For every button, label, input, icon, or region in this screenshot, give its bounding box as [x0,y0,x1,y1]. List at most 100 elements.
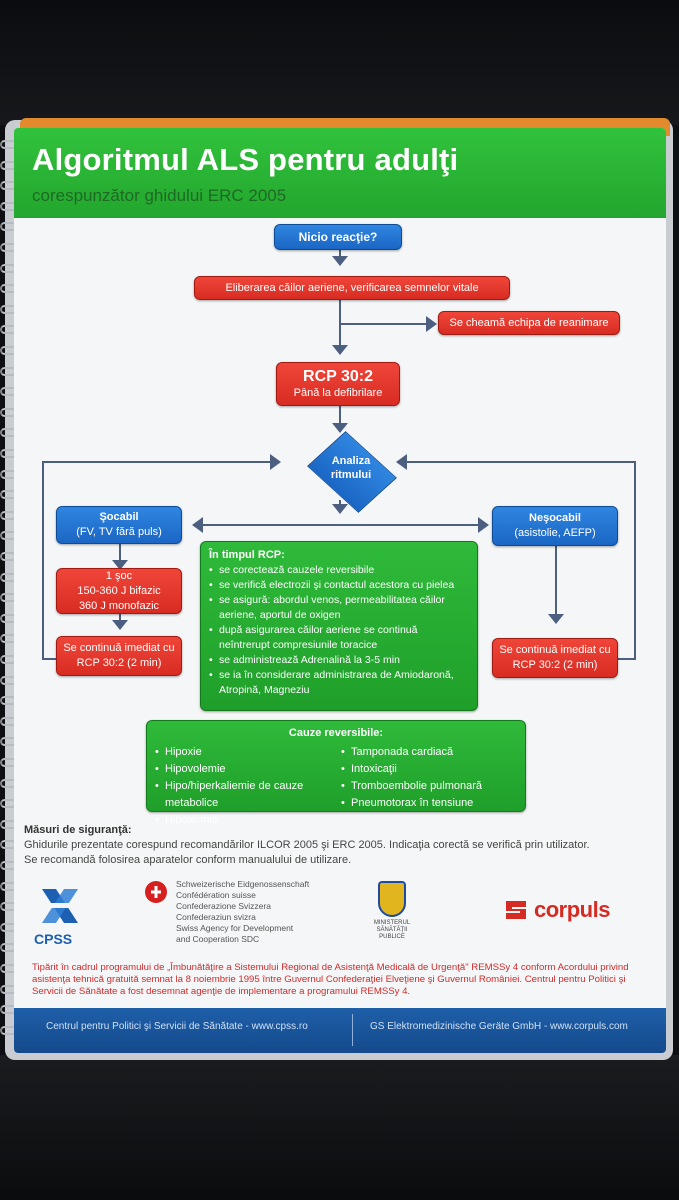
photo-background-top [0,0,679,125]
arrow-down [112,620,128,630]
algorithm-card: Algoritmul ALS pentru adulţi corespunzăt… [14,128,666,1053]
continue-left-line1: Se continuă imediat cu [63,642,175,654]
swiss-text-line: Confederaziun svizra [176,912,256,922]
call-team-box: Se cheamă echipa de reanimare [438,311,620,335]
reversible-causes-title: Cauze reversibile: [288,727,384,739]
connector-line [340,323,430,325]
list-item: se asigură: abordul venos, permeabilitat… [209,593,469,623]
list-item: Pneumotorax în tensiune [341,795,517,812]
list-item: Hipoxie [155,744,331,761]
causes-list-left: Hipoxie Hipovolemie Hipo/hiperkaliemie d… [155,744,331,829]
list-item: după asigurarea căilor aeriene se contin… [209,623,469,653]
safety-notes: Măsuri de siguranţă: Ghidurile prezentat… [24,823,654,868]
list-item: se corectează cauzele reversibile [209,563,469,578]
arrow-left [192,517,203,533]
safety-notes-title: Măsuri de siguranţă: [24,824,132,836]
arrow-down [548,614,564,624]
ministry-label: MINISTERUL SĂNĂTĂŢII PUBLICE [373,920,411,940]
rhythm-analysis-line1: Analiza [331,455,371,467]
connector-line [339,406,341,426]
shockable-title: Şocabil [99,511,139,523]
list-item: Tromboembolie pulmonară [341,778,517,795]
no-response-box: Nicio reacţie? [274,224,402,250]
logos-row: CPSS Schweizerische Eidgenossenschaft Co… [14,873,666,963]
during-rcp-title: În timpul RCP: [209,549,285,561]
list-item: Intoxicaţii [341,761,517,778]
rcp-subtitle: Până la defibrilare [293,387,383,399]
shockable-box: Şocabil (FV, TV fără puls) [56,506,182,544]
rcp-box: RCP 30:2 Până la defibrilare [276,362,400,406]
shock-line3: 360 J monofazic [78,599,160,612]
swiss-text-line: and Cooperation SDC [176,934,260,944]
romania-crest-icon [378,881,406,917]
arrow-right [270,454,281,470]
swiss-cross-icon [151,886,161,898]
page-title: Algoritmul ALS pentru adulţi [32,142,459,177]
nonshockable-title: Neşocabil [529,512,581,524]
call-team-label: Se cheamă echipa de reanimare [449,316,609,329]
arrow-right [426,316,437,332]
shock-box: 1 şoc 150-360 J bifazic 360 J monofazic [56,568,182,614]
shockable-subtitle: (FV, TV fără puls) [76,526,162,538]
continue-right-line2: RCP 30:2 (2 min) [512,659,598,671]
arrow-down [112,560,128,570]
arrow-down [332,504,348,514]
list-item: se verifică electrozii şi contactul aces… [209,578,469,593]
safety-notes-line2: Se recomandă folosirea aparatelor confor… [24,854,352,866]
no-response-label: Nicio reacţie? [298,229,378,244]
arrow-down [332,345,348,355]
nonshockable-subtitle: (asistolie, AEFP) [514,527,596,539]
arrow-down [332,256,348,266]
connector-line [555,546,557,618]
swiss-text-line: Confédération suisse [176,890,256,900]
list-item: Hipovolemie [155,761,331,778]
connector-line [119,614,121,622]
connector-line [339,248,341,260]
shock-line1: 1 şoc [105,569,133,582]
funding-statement: Tipărit în cadrul programului de „Îmbună… [32,962,629,997]
shock-line2: 150-360 J bifazic [77,584,161,597]
arrow-left [396,454,407,470]
safety-notes-line1: Ghidurile prezentate corespund recomandă… [24,839,590,851]
loop-line-left [42,461,44,659]
continue-rcp-right-box: Se continuă imediat cu RCP 30:2 (2 min) [492,638,618,678]
list-item: Tamponada cardiacă [341,744,517,761]
airway-box: Eliberarea căilor aeriene, verificarea s… [194,276,510,300]
rhythm-analysis-label: Analiza ritmului [302,454,400,482]
reversible-causes-box: Cauze reversibile: Hipoxie Hipovolemie H… [146,720,526,829]
footer-bar: Centrul pentru Politici şi Servicii de S… [14,1008,666,1053]
causes-list-right: Tamponada cardiacă Intoxicaţii Tromboemb… [331,744,517,829]
rhythm-analysis-diamond: Analiza ritmului [302,431,400,513]
footer-corpuls: GS Elektromedizinische Geräte GmbH - www… [370,1021,628,1032]
swiss-text-line: Confederazione Svizzera [176,901,271,911]
corpuls-logo-label: corpuls [534,897,610,922]
swiss-agency-text: Schweizerische Eidgenossenschaft Confédé… [176,879,309,945]
swiss-text-line: Schweizerische Eidgenossenschaft [176,879,310,889]
during-rcp-box: În timpul RCP: se corectează cauzele rev… [200,541,478,711]
loop-line-left [42,658,58,660]
cpss-logo-label: CPSS [34,931,73,947]
rhythm-analysis-line2: ritmului [330,469,372,481]
during-rcp-list: se corectează cauzele reversibile se ver… [209,563,469,698]
nonshockable-box: Neşocabil (asistolie, AEFP) [492,506,618,546]
arrow-down [332,423,348,433]
continue-right-line1: Se continuă imediat cu [499,644,611,656]
arrow-right [478,517,489,533]
swiss-text-line: Swiss Agency for Development [176,923,294,933]
cpss-logo-icon [38,889,82,923]
photo-background-bottom [0,1055,679,1200]
page-subtitle: corespunzător ghidului ERC 2005 [32,186,287,205]
footer-cpss: Centrul pentru Politici şi Servicii de S… [46,1021,308,1032]
loop-line-right [618,658,636,660]
list-item: se administrează Adrenalină la 3-5 min [209,653,469,668]
airway-label: Eliberarea căilor aeriene, verificarea s… [225,281,479,294]
loop-line-right [634,461,636,659]
connector-line [202,524,480,526]
loop-line-left [42,461,274,463]
footer-divider [352,1014,353,1046]
loop-line-right [406,461,636,463]
corpuls-logo-icon [506,901,526,919]
rcp-title: RCP 30:2 [303,368,373,385]
continue-rcp-left-box: Se continuă imediat cu RCP 30:2 (2 min) [56,636,182,676]
header-banner: Algoritmul ALS pentru adulţi corespunzăt… [14,128,666,218]
